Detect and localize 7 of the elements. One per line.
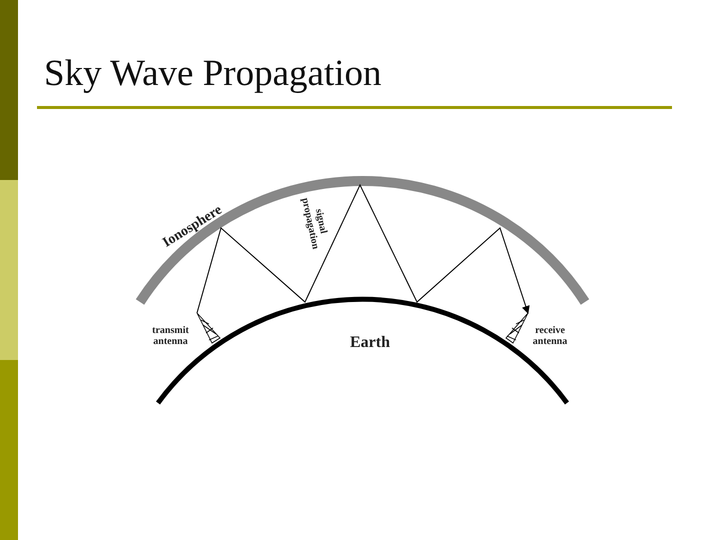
signal-path-arrow — [196, 184, 530, 314]
antenna-label: transmit antenna — [151, 326, 190, 347]
antenna-icon — [505, 312, 528, 344]
body-label: Earth — [349, 335, 391, 352]
antenna-icon — [196, 312, 221, 344]
slide-title: Sky Wave Propagation — [44, 52, 382, 95]
antenna-label: receive antenna — [532, 326, 568, 347]
